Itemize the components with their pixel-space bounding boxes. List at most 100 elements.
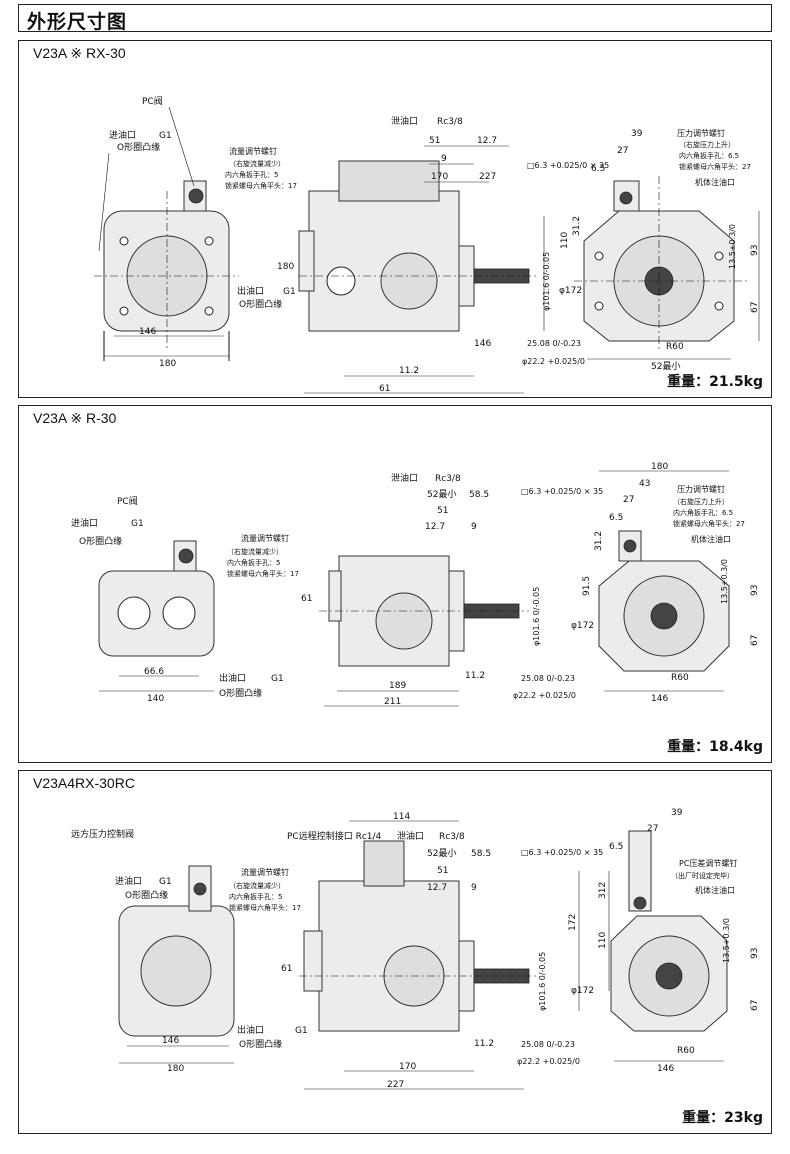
pressure-screw-label: 压力调节螺钉 bbox=[677, 484, 725, 494]
inlet-label: 进油口 bbox=[109, 129, 136, 141]
drain-label: 泄油口 bbox=[391, 472, 418, 484]
pump-front-view-1 bbox=[94, 180, 239, 361]
pcd-label: φ172 bbox=[571, 621, 594, 631]
pc-valve-label: PC阀 bbox=[117, 496, 138, 507]
pump-rear-view-1 bbox=[574, 176, 760, 360]
dim-text: 172 bbox=[568, 914, 578, 931]
flow-screw-label: 流量调节螺钉 bbox=[229, 146, 277, 156]
dim-text: 52最小 bbox=[427, 489, 456, 500]
outlet-size: G1 bbox=[295, 1026, 308, 1036]
dim-text: 27 bbox=[647, 824, 658, 834]
dim-text: 189 bbox=[389, 681, 406, 691]
dim-text: 91.5 bbox=[582, 576, 592, 596]
dim-text: 31.2 bbox=[594, 531, 604, 551]
panel-weight-2: 重量：18.4kg bbox=[667, 739, 763, 755]
dim-text: 93 bbox=[750, 585, 760, 596]
dim-text: 43 bbox=[639, 479, 650, 489]
fill-port-label: 机体注油口 bbox=[695, 885, 735, 895]
dim-text: 12.7 bbox=[477, 136, 497, 146]
dim-text: 58.5 bbox=[471, 849, 491, 859]
pressure-screw-label: 压力调节螺钉 bbox=[677, 128, 725, 138]
pressure-hex-key: 内六角扳手孔：6.5 bbox=[673, 508, 733, 517]
dim-text: 93 bbox=[750, 948, 760, 959]
panel-weight-3: 重量：23kg bbox=[682, 1110, 763, 1126]
dim-text: 39 bbox=[631, 129, 643, 139]
pc-diff-note: （出厂时设定完毕） bbox=[671, 871, 734, 880]
shaft-dia: φ22.2 +0.025/0 bbox=[517, 1057, 580, 1066]
dim-text: 52最小 bbox=[427, 848, 456, 859]
inlet-size: G1 bbox=[131, 519, 144, 529]
outlet-label: 出油口 bbox=[237, 285, 264, 297]
dim-text: 146 bbox=[651, 694, 668, 704]
shaft-len: φ101.6 0/-0.05 bbox=[532, 587, 541, 646]
dim-text: 312 bbox=[598, 882, 608, 899]
dim-text: 114 bbox=[393, 812, 410, 822]
pressure-hex-key: 内六角扳手孔：6.5 bbox=[679, 151, 739, 160]
dim-text: 9 bbox=[471, 522, 477, 532]
dim-text: 11.2 bbox=[465, 671, 485, 681]
dim-text: 61 bbox=[301, 594, 312, 604]
drawing-panel-1: V23A ※ RX-30 重量：21.5kg 146 180 PC阀 进油口 G… bbox=[18, 40, 772, 398]
inlet-flange: O形圈凸缘 bbox=[79, 535, 122, 547]
dim-text: 51 bbox=[437, 866, 448, 876]
key-label: □6.3 +0.025/0 × 35 bbox=[521, 487, 603, 496]
pcd-label: φ172 bbox=[571, 986, 594, 996]
inlet-size: G1 bbox=[159, 131, 172, 141]
pump-side-view-1 bbox=[298, 160, 539, 394]
inlet-label: 进油口 bbox=[115, 875, 142, 887]
pcd-label: φ172 bbox=[559, 286, 582, 296]
panel-title-2: V23A ※ R-30 bbox=[33, 410, 117, 426]
outlet-label: 出油口 bbox=[237, 1024, 264, 1036]
outlet-flange: O形圈凸缘 bbox=[239, 298, 282, 310]
drawing-2: 66.6 140 PC阀 进油口 G1 O形圈凸缘 出油口 G1 O形圈凸缘 流… bbox=[71, 462, 760, 707]
flow-screw-dir: （右旋流量减少） bbox=[227, 547, 283, 556]
shaft-len: φ101.6 0/-0.05 bbox=[538, 952, 547, 1011]
pump-front-view-2 bbox=[98, 540, 215, 692]
outlet-flange: O形圈凸缘 bbox=[219, 687, 262, 699]
flow-hex-key: 内六角扳手孔：5 bbox=[229, 892, 282, 901]
dim-13-5: 13.5+0.3/0 bbox=[720, 559, 729, 604]
flow-screw-dir: （右旋流量减少） bbox=[229, 159, 285, 168]
key-height: 25.08 0/-0.23 bbox=[527, 339, 581, 348]
dim-text: 110 bbox=[598, 932, 608, 949]
dim-text: 146 bbox=[474, 339, 491, 349]
panel-title-3: V23A4RX-30RC bbox=[33, 775, 135, 791]
key-height: 25.08 0/-0.23 bbox=[521, 1040, 575, 1049]
dim-text: 67 bbox=[750, 1000, 760, 1011]
dim-text: 9 bbox=[471, 883, 477, 893]
drain-label: 泄油口 bbox=[397, 830, 424, 842]
key-height: 25.08 0/-0.23 bbox=[521, 674, 575, 683]
dim-text: 12.7 bbox=[425, 522, 445, 532]
page-header: 外形尺寸图 bbox=[18, 4, 772, 33]
fill-port-label: 机体注油口 bbox=[695, 177, 735, 187]
dim-text: 11.2 bbox=[399, 366, 419, 376]
outlet-size: G1 bbox=[271, 674, 284, 684]
dim-text: 67 bbox=[750, 302, 760, 313]
outlet-size: G1 bbox=[283, 287, 296, 297]
drawing-1: 146 180 PC阀 进油口 G1 O形圈凸缘 出油口 G1 O形圈凸缘 流量… bbox=[94, 96, 760, 394]
dim-text: 6.5 bbox=[609, 842, 623, 852]
inlet-size: G1 bbox=[159, 877, 172, 887]
outlet-flange: O形圈凸缘 bbox=[239, 1038, 282, 1050]
inlet-label: 进油口 bbox=[71, 517, 98, 529]
dim-text: 67 bbox=[750, 635, 760, 646]
dim-13-5: 13.5+0.3/0 bbox=[728, 224, 737, 269]
remote-valve-label: 远方压力控制阀 bbox=[71, 828, 134, 840]
dim-text: 227 bbox=[479, 172, 496, 182]
dim-text: 146 bbox=[139, 327, 156, 337]
dim-text: 27 bbox=[617, 146, 628, 156]
dim-text: 61 bbox=[281, 964, 292, 974]
dim-text: 180 bbox=[159, 359, 176, 369]
flow-nut: 锁紧螺母六角平头：17 bbox=[225, 181, 297, 190]
dim-text: 52最小 bbox=[651, 361, 680, 372]
dim-text: 146 bbox=[657, 1064, 674, 1074]
drawing-panel-3: V23A4RX-30RC 重量：23kg 146 180 远方压力控制阀 进油口… bbox=[18, 770, 772, 1134]
dim-text: 211 bbox=[384, 697, 401, 707]
pump-side-view-2 bbox=[319, 555, 529, 707]
flow-nut: 锁紧螺母六角平头：17 bbox=[229, 903, 301, 912]
drain-size: Rc3/8 bbox=[439, 832, 465, 842]
dim-text: 31.2 bbox=[572, 216, 582, 236]
pump-front-view-3 bbox=[118, 865, 235, 1064]
flow-hex-key: 内六角扳手孔：5 bbox=[225, 170, 278, 179]
dim-text: 227 bbox=[387, 1080, 404, 1090]
